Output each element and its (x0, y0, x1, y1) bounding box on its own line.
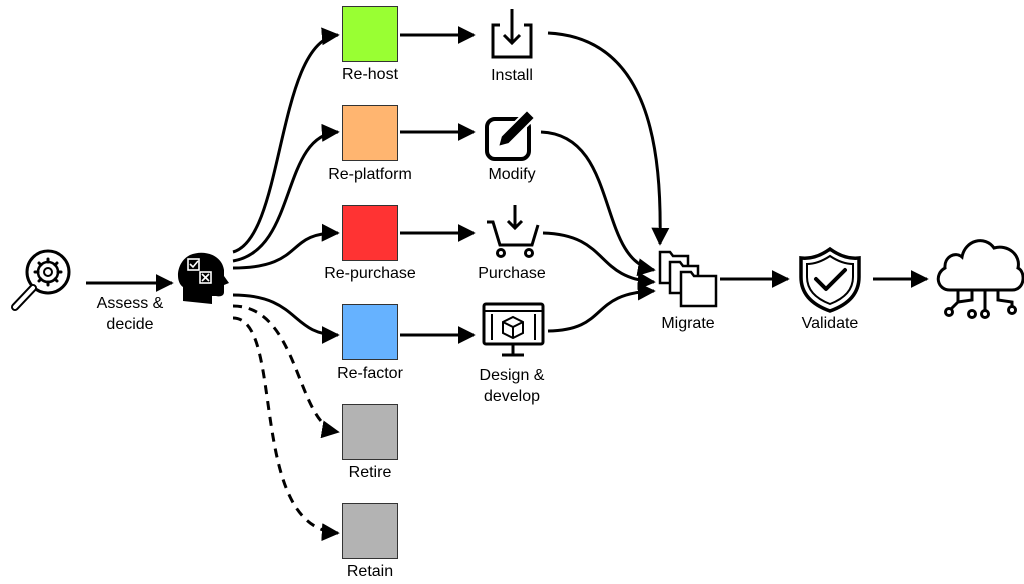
path-retire (232, 304, 340, 439)
re-host-label: Re-host (341, 66, 399, 83)
install-label: Install (491, 67, 533, 84)
assess-label-line2: decide (106, 316, 154, 333)
retire-label: Retire (348, 464, 392, 481)
re-factor-box (342, 304, 398, 360)
purchase-label: Purchase (478, 265, 546, 282)
path-install-migrate (547, 31, 670, 246)
path-re-host (232, 27, 340, 254)
retain-box (342, 503, 398, 559)
re-purchase-box (342, 205, 398, 261)
re-host-box (342, 6, 398, 62)
modify-label: Modify (488, 166, 536, 183)
folders-icon (658, 250, 718, 308)
magnifier-gear-icon (11, 249, 71, 311)
cloud-circuit-icon (936, 239, 1024, 319)
path-retain (232, 316, 340, 542)
validate-label: Validate (801, 315, 859, 332)
re-factor-label: Re-factor (337, 365, 403, 382)
re-platform-box (342, 105, 398, 161)
head-checklist-icon (177, 252, 229, 304)
path-purchase-migrate (542, 231, 656, 290)
re-platform-label: Re-platform (328, 166, 412, 183)
migrate-label: Migrate (661, 315, 715, 332)
path-re-platform (232, 123, 340, 263)
design-label-line1: Design & (479, 367, 545, 384)
design-monitor-icon (482, 302, 545, 357)
assess-label-line1: Assess & (96, 295, 164, 312)
shopping-cart-icon (487, 205, 540, 258)
path-modify-migrate (540, 130, 656, 277)
edit-pencil-icon (485, 108, 537, 161)
shield-check-icon (799, 246, 861, 313)
path-re-factor (232, 293, 340, 344)
re-purchase-label: Re-purchase (324, 265, 416, 282)
retain-label: Retain (346, 563, 394, 580)
install-tray-icon (491, 9, 533, 59)
path-design-migrate (547, 282, 656, 333)
retire-box (342, 404, 398, 460)
path-re-purchase (232, 223, 340, 270)
design-label-line2: develop (483, 388, 541, 405)
